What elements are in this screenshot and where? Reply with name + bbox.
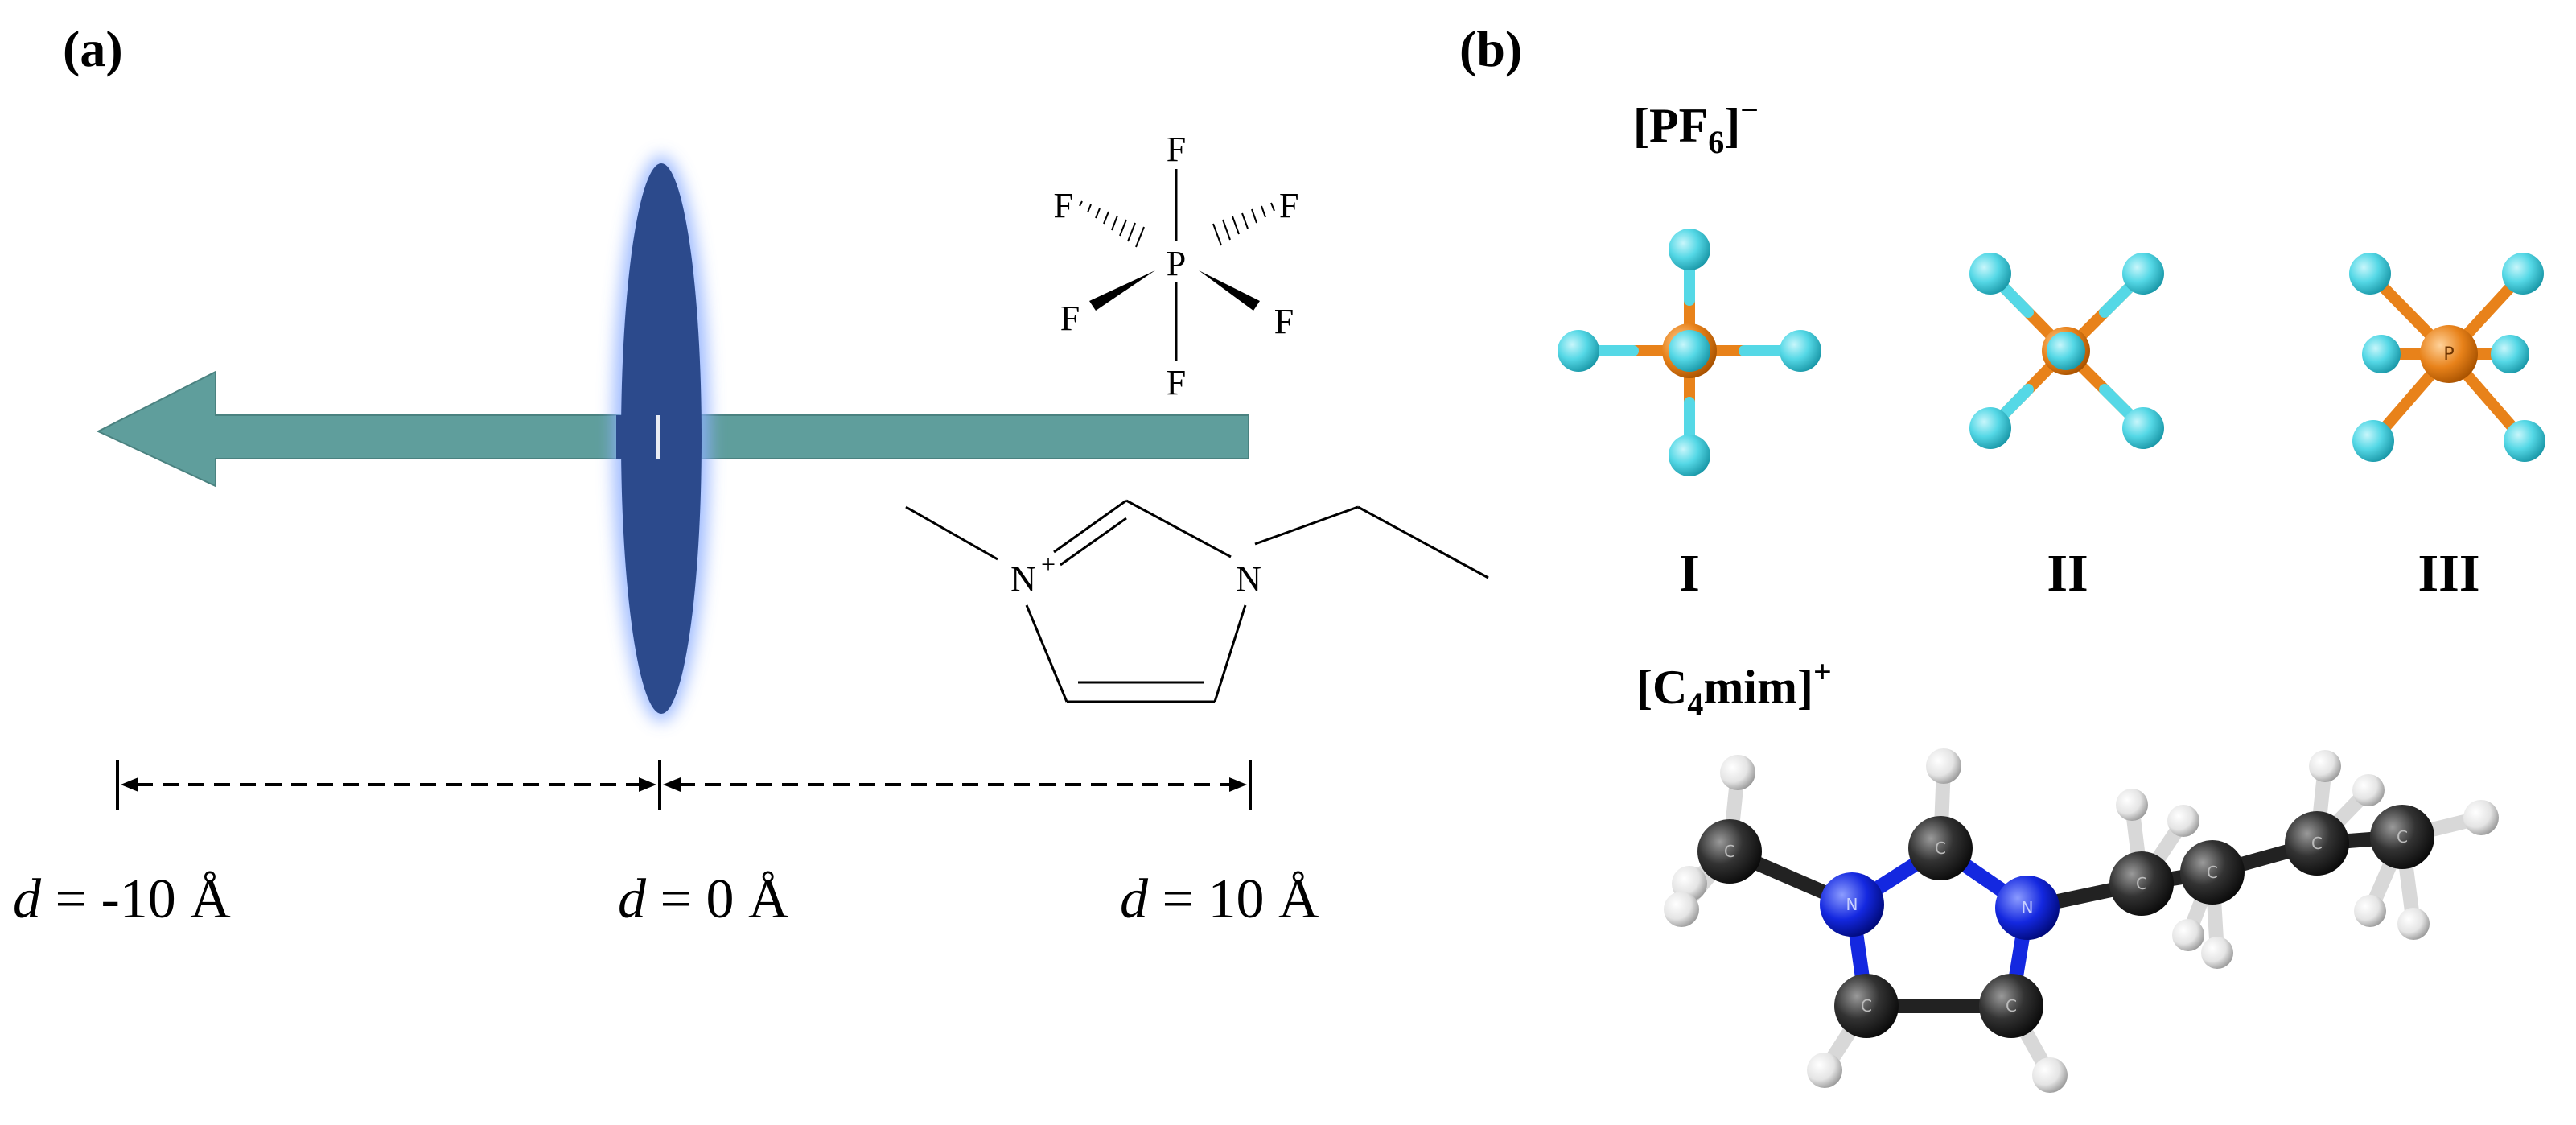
atom-label-c5: C — [2006, 996, 2017, 1016]
pf6-f-upper-right: F — [1279, 186, 1298, 225]
distance-label-0: d = 0 Å — [618, 868, 789, 930]
orientation-label-2: II — [2047, 544, 2088, 603]
pore-disk — [613, 155, 710, 722]
pf6-f-top: F — [1167, 130, 1186, 169]
atom-label-c-chain-1: C — [2136, 874, 2147, 893]
imidazolium-n-plus: N — [1010, 559, 1036, 599]
atom-label-c-chain-2: C — [2207, 863, 2218, 882]
imidazolium-plus-sign: + — [1041, 550, 1056, 579]
anion-title: [PF6]− — [1633, 92, 1759, 160]
pf6-orientation-2 — [1969, 253, 2164, 449]
panel-a-label: (a) — [63, 20, 123, 77]
orientation-label-3: III — [2418, 544, 2479, 603]
distance-scale — [116, 760, 1252, 810]
arrow-disk-overlap — [616, 415, 658, 459]
cation-title: [C4mim]+ — [1636, 653, 1832, 722]
atom-label-c4: C — [1861, 996, 1872, 1016]
atom-label-c-chain-4: C — [2397, 827, 2408, 847]
imidazolium-structure — [905, 499, 1489, 703]
atom-label-c-methyl: C — [1724, 842, 1735, 861]
atom-label-n1: N — [1846, 895, 1858, 914]
pf6-f-bottom: F — [1167, 363, 1186, 402]
pf6-orientation-1 — [1558, 229, 1821, 476]
imidazolium-n: N — [1236, 559, 1261, 599]
orientation-label-1: I — [1679, 544, 1700, 603]
pf6-structure — [1079, 169, 1275, 361]
atom-label-p-iii: P — [2443, 344, 2454, 365]
arrow-gap — [656, 415, 660, 459]
atom-label-c-chain-3: C — [2311, 834, 2323, 853]
atom-label-c2: C — [1935, 839, 1946, 858]
panel-b-label: (b) — [1459, 20, 1522, 77]
pf6-f-lower-right: F — [1274, 302, 1294, 341]
pf6-orientation-3 — [2349, 253, 2545, 462]
distance-label-minus10: d = -10 Å — [13, 868, 231, 930]
pf6-p-center: P — [1167, 244, 1186, 283]
atom-label-n3: N — [2022, 898, 2034, 917]
pf6-f-lower-left: F — [1060, 299, 1080, 338]
c4mim-ball-and-stick — [1664, 748, 2499, 1093]
distance-label-10: d = 10 Å — [1120, 868, 1319, 930]
pf6-f-upper-left: F — [1054, 186, 1073, 225]
